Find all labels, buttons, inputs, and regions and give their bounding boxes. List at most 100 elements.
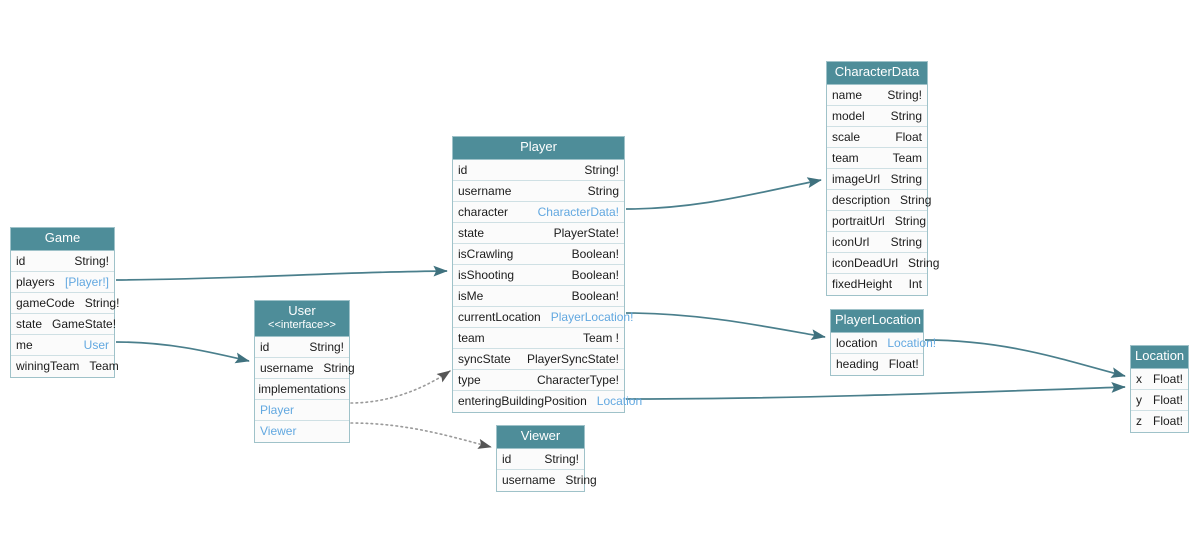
field-name: id <box>502 451 512 466</box>
field-type: String! <box>584 162 619 177</box>
field-type: Location <box>596 394 643 409</box>
entity-header-viewer: Viewer <box>497 426 584 449</box>
field-name: username <box>502 473 556 488</box>
field-type: String <box>890 171 922 186</box>
edge-game-players-player <box>115 265 448 281</box>
field-type: String! <box>544 451 579 466</box>
field-row[interactable]: description String <box>827 189 931 211</box>
field-type: Float! <box>1152 414 1183 429</box>
entity-title: Location <box>1135 348 1185 363</box>
field-type: Team <box>89 359 119 374</box>
field-type: String <box>894 213 927 228</box>
field-type: CharacterData! <box>537 204 619 219</box>
field-row[interactable]: Player <box>255 399 349 421</box>
field-name: z <box>1136 414 1142 429</box>
field-row[interactable]: z Float! <box>1131 410 1188 432</box>
field-name: team <box>832 150 859 165</box>
field-name: winingTeam <box>16 359 80 374</box>
field-type: Int <box>908 277 922 292</box>
field-row[interactable]: fixedHeight Int <box>827 273 927 295</box>
field-type: String <box>890 108 922 123</box>
field-name: state <box>16 316 43 331</box>
field-row[interactable]: id String! <box>497 448 584 470</box>
field-type: String! <box>309 339 344 354</box>
field-type: String <box>587 183 619 198</box>
entity-title: Viewer <box>520 428 561 443</box>
field-row[interactable]: type CharacterType! <box>453 369 624 391</box>
field-type: String! <box>84 295 120 310</box>
field-row[interactable]: winingTeam Team <box>11 355 119 377</box>
field-type: Boolean! <box>571 246 619 261</box>
field-name: state <box>458 225 485 240</box>
field-name: id <box>260 339 270 354</box>
field-name: username <box>260 360 314 375</box>
field-name: id <box>16 253 26 268</box>
field-type: String <box>900 192 932 207</box>
entity-header-game: Game <box>11 228 114 251</box>
edge-player-character-characterdata <box>625 177 822 210</box>
field-name: currentLocation <box>458 309 541 324</box>
field-name: implementations <box>258 381 346 396</box>
field-type: Team ! <box>582 330 619 345</box>
field-type: String! <box>74 253 109 268</box>
field-name: isMe <box>458 288 484 303</box>
field-row[interactable]: character CharacterData! <box>453 201 624 223</box>
field-name: fixedHeight <box>832 277 893 292</box>
field-row[interactable]: state GameState! <box>11 313 117 335</box>
field-row[interactable]: players[Player!] <box>11 271 114 293</box>
field-name: gameCode <box>16 295 75 310</box>
field-row[interactable]: gameCode String! <box>11 292 119 314</box>
field-type: CharacterType! <box>536 372 619 387</box>
field-type: GameState! <box>52 316 117 331</box>
field-name: character <box>458 204 509 219</box>
field-name: syncState <box>458 351 511 366</box>
field-name: type <box>458 372 481 387</box>
edge-game-me-user <box>115 341 250 364</box>
field-row[interactable]: Viewer <box>255 420 349 442</box>
field-name: scale <box>832 129 861 144</box>
entity-header-user: User<<interface>> <box>255 301 349 337</box>
field-type: String! <box>887 87 922 102</box>
field-name: description <box>832 192 891 207</box>
field-type: String <box>890 234 922 249</box>
field-name: Player <box>260 402 295 417</box>
field-type: [Player!] <box>64 274 109 289</box>
field-row[interactable]: id String! <box>11 250 114 272</box>
field-row[interactable]: id String! <box>255 336 349 358</box>
field-row[interactable]: implementations <box>255 378 349 400</box>
field-type: Float! <box>1152 371 1183 386</box>
